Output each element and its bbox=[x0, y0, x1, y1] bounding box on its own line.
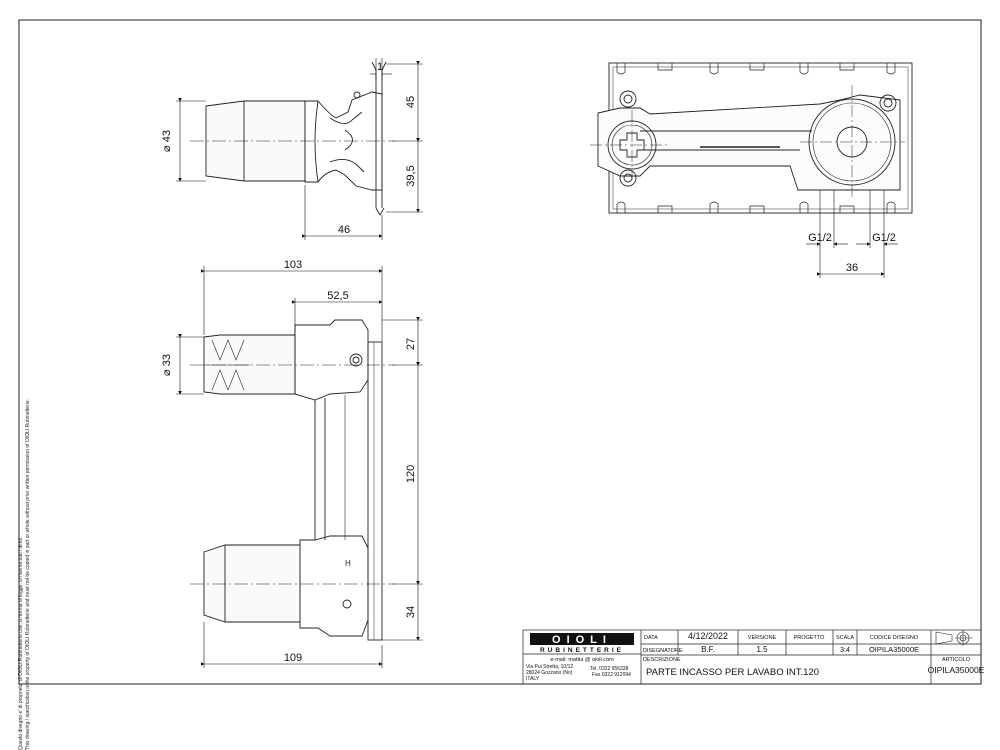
company-fax: Fax 0322 912094 bbox=[592, 672, 631, 678]
upper-height-label: 45 bbox=[405, 96, 417, 108]
version-label: VERSIONE bbox=[748, 635, 777, 641]
spacing-label: 36 bbox=[846, 262, 858, 274]
drafter-label: DISEGNATORE bbox=[643, 648, 683, 654]
handle-diameter-label: ⌀ 33 bbox=[161, 354, 173, 376]
drawing-code-label: CODICE DISEGNO bbox=[870, 635, 919, 641]
svg-text:H: H bbox=[345, 559, 351, 568]
side-view-dimensions bbox=[176, 266, 423, 668]
company-country: ITALY bbox=[526, 676, 540, 682]
front-view bbox=[590, 62, 913, 214]
overall-length-label: 109 bbox=[284, 652, 302, 664]
company-address-1: Via Pui Stretta, 10/12 bbox=[526, 664, 573, 670]
title-block bbox=[522, 629, 982, 685]
top-view-dimensions bbox=[176, 58, 423, 240]
scale-value: 3:4 bbox=[840, 647, 850, 654]
date-label: DATA bbox=[644, 635, 658, 641]
top-diameter-label: ⌀ 43 bbox=[161, 130, 173, 152]
description-value: PARTE INCASSO PER LAVABO INT.120 bbox=[646, 667, 819, 678]
description-label: DESCRIZIONE bbox=[643, 657, 681, 663]
body-depth-label: 52,5 bbox=[327, 290, 348, 302]
drawing-code-value: OIPILA35000E bbox=[869, 645, 919, 654]
drafter-value: B.F. bbox=[701, 645, 715, 654]
top-view bbox=[190, 61, 395, 216]
bottom-offset-label: 34 bbox=[405, 606, 417, 618]
thread-left-label: G1/2 bbox=[808, 232, 832, 244]
plate-thickness-label: 1 bbox=[377, 61, 383, 73]
project-label: PROGETTO bbox=[794, 635, 825, 641]
logo-subtext: RUBINETTERIE bbox=[540, 647, 624, 654]
logo-text: OIOLI bbox=[552, 634, 612, 646]
scale-label: SCALA bbox=[836, 635, 854, 641]
company-email: e-mail: mattia @ oioli.com bbox=[550, 657, 614, 663]
depth-label: 46 bbox=[338, 224, 350, 236]
side-view: H bbox=[190, 319, 395, 641]
company-phone: Tel. 0322 956338 bbox=[590, 666, 629, 672]
top-offset-label: 27 bbox=[405, 338, 417, 350]
technical-drawing-sheet: ⌀ 43 1 45 39,5 46 bbox=[18, 19, 985, 685]
front-view-dimensions bbox=[806, 190, 898, 278]
company-address-2: 28024 Gozzano (No) bbox=[526, 670, 573, 676]
article-value: OIPILA35000E bbox=[928, 665, 985, 675]
oioli-logo: OIOLI RUBINETTERIE bbox=[530, 633, 634, 654]
date-value: 4/12/2022 bbox=[688, 631, 728, 641]
overall-depth-label: 103 bbox=[284, 259, 302, 271]
article-label: ARTICOLO bbox=[942, 657, 971, 663]
center-distance-label: 120 bbox=[405, 465, 417, 483]
thread-right-label: G1/2 bbox=[872, 232, 896, 244]
version-value: 1.5 bbox=[756, 645, 768, 654]
drawing-frame bbox=[18, 19, 982, 685]
lower-height-label: 39,5 bbox=[405, 165, 417, 186]
projection-symbol-icon bbox=[935, 630, 973, 646]
